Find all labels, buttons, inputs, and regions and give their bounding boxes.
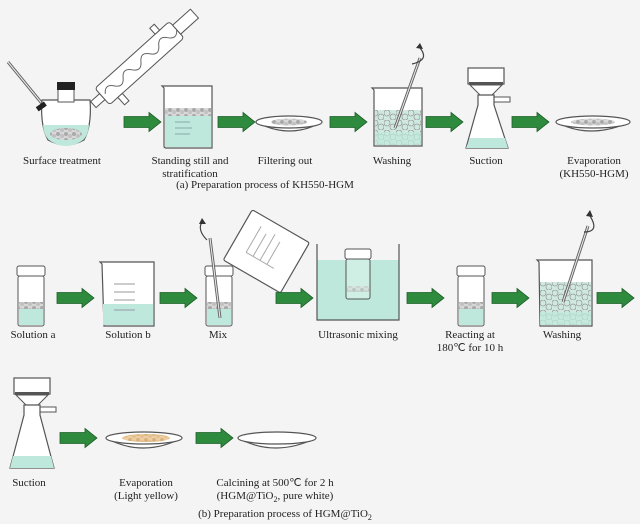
- beaker-icon: [98, 261, 155, 327]
- step-label-washing: Washing: [372, 155, 412, 167]
- evaporating-dish-icon: [555, 115, 631, 132]
- beaker-with-stirring-rod-icon: [370, 43, 425, 147]
- flow-arrow-icon: [329, 111, 368, 133]
- step-label-suction: Suction: [469, 155, 503, 167]
- step-label-ultrasonic-mixing: Ultrasonic mixing: [318, 329, 398, 341]
- evaporating-dish-icon: [105, 431, 183, 449]
- flow-arrow-icon: [123, 111, 162, 133]
- flow-arrow-icon: [596, 287, 635, 309]
- flow-arrow-icon: [511, 111, 550, 133]
- panel-a-caption: (a) Preparation process of KH550-HGM: [176, 179, 354, 191]
- step-label-mix: Mix: [208, 329, 228, 341]
- step-label-filtering-out: Filtering out: [257, 155, 313, 167]
- three-neck-flask-with-condenser-icon: [6, 8, 200, 146]
- evaporating-dish-icon: [255, 115, 323, 132]
- evaporating-dish-icon: [237, 431, 317, 449]
- vial-icon: [16, 265, 46, 327]
- flow-arrow-icon: [491, 287, 530, 309]
- step-label-washing-b: Washing: [542, 329, 582, 341]
- flow-arrow-icon: [425, 111, 464, 133]
- ultrasonic-bath-icon: [316, 244, 400, 321]
- flow-arrow-icon: [275, 287, 314, 309]
- step-label-calcining: Calcining at 500℃ for 2 h(HGM@TiO2, pure…: [216, 477, 334, 505]
- vial-with-pouring-beaker-icon: [199, 209, 310, 327]
- flow-arrow-icon: [159, 287, 198, 309]
- beaker-with-stirring-rod-icon: [535, 210, 595, 327]
- step-label-surface-treatment: Surface treatment: [23, 155, 101, 167]
- step-label-suction-b: Suction: [12, 477, 46, 489]
- flow-arrow-icon: [59, 427, 98, 449]
- beaker-icon: [160, 85, 213, 149]
- suction-flask-icon: [9, 377, 57, 469]
- flow-arrow-icon: [217, 111, 256, 133]
- flow-arrow-icon: [195, 427, 234, 449]
- flow-arrow-icon: [406, 287, 445, 309]
- panel-b-caption: (b) Preparation process of HGM@TiO2: [198, 508, 372, 523]
- step-label-solution-b: Solution b: [105, 329, 151, 341]
- suction-flask-icon: [465, 67, 511, 149]
- step-label-solution-a: Solution a: [10, 329, 56, 341]
- step-label-evaporation: Evaporation(KH550-HGM): [559, 155, 629, 180]
- vial-icon: [456, 265, 486, 327]
- flow-arrow-icon: [56, 287, 95, 309]
- step-label-evaporation-b: Evaporation(Light yellow): [114, 477, 178, 502]
